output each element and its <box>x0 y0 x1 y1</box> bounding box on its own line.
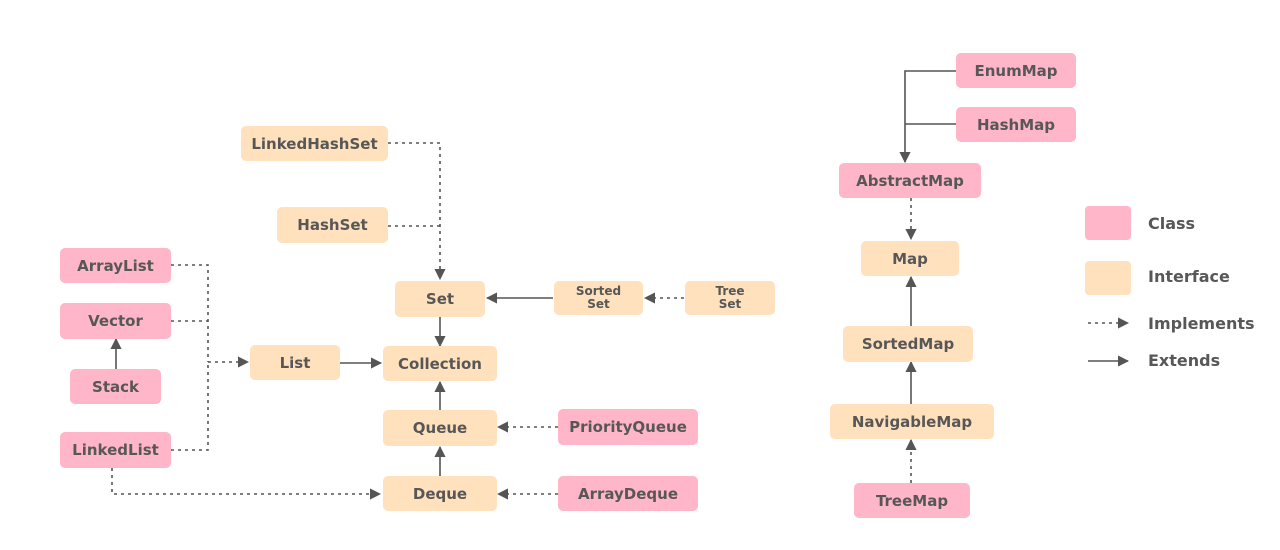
edge-enummap-abstractmap <box>899 70 956 164</box>
node-vector: Vector <box>60 303 171 339</box>
node-navigablemap: NavigableMap <box>830 404 994 439</box>
edge-arraylist-list <box>171 264 209 362</box>
node-collection: Collection <box>383 346 497 381</box>
edge-linkedlist-deque <box>111 468 382 500</box>
node-stack: Stack <box>70 369 161 404</box>
node-linkedlist: LinkedList <box>60 432 171 468</box>
node-sortedmap: SortedMap <box>843 326 973 362</box>
edge-linkedhashset-set <box>388 142 446 281</box>
node-list: List <box>250 345 340 380</box>
node-map: Map <box>861 241 959 276</box>
node-queue: Queue <box>383 410 497 446</box>
node-hashset: HashSet <box>277 207 388 243</box>
node-hashmap: HashMap <box>956 107 1076 142</box>
legend-implements-label: Implements <box>1148 314 1255 333</box>
node-deque: Deque <box>383 476 497 511</box>
legend-extends-label: Extends <box>1148 351 1221 370</box>
legend-interface-label: Interface <box>1148 267 1230 286</box>
node-abstractmap: AbstractMap <box>839 163 981 198</box>
node-arraydeque: ArrayDeque <box>558 476 698 511</box>
node-sortedset: Sorted Set <box>554 281 643 315</box>
node-treemap: TreeMap <box>854 483 970 518</box>
node-priorityqueue: PriorityQueue <box>558 409 698 445</box>
legend-class-swatch <box>1085 206 1131 240</box>
node-arraylist: ArrayList <box>60 248 171 283</box>
node-treeset: Tree Set <box>685 281 775 315</box>
node-set: Set <box>395 281 485 317</box>
edge-linkedlist-list <box>171 362 209 451</box>
legend-interface-swatch <box>1085 261 1131 295</box>
node-enummap: EnumMap <box>956 53 1076 88</box>
legend-class-label: Class <box>1148 214 1196 233</box>
node-linkedhashset: LinkedHashSet <box>241 126 388 161</box>
